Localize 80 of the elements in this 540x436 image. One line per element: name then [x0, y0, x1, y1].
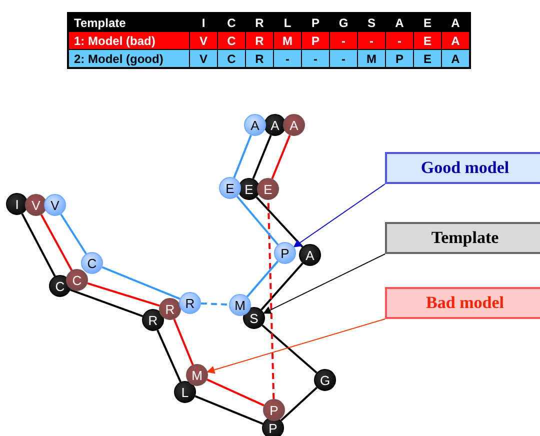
good-model-residue-circle: E: [219, 177, 241, 199]
backbone-line: [60, 214, 87, 254]
backbone-line: [246, 260, 279, 298]
leader-arrow: [262, 254, 386, 314]
backbone-line: [200, 302, 230, 306]
backbone-line: [236, 196, 279, 246]
residue-cell: -: [358, 32, 386, 50]
residue-cell: P: [302, 32, 330, 50]
residue-cell: R: [246, 13, 274, 32]
backbone-line: [102, 266, 180, 300]
backbone-line: [271, 134, 291, 180]
residue-cell: A: [442, 50, 470, 68]
backbone-line: [21, 213, 56, 277]
backbone-line: [194, 395, 264, 425]
backbone-line: [206, 378, 264, 406]
residue-cell: -: [330, 32, 358, 50]
bad-model-residue-circle: C: [66, 269, 88, 291]
residue-cell: -: [330, 50, 358, 68]
residue-cell: A: [386, 13, 414, 32]
residue-cell: R: [246, 32, 274, 50]
good-model-residue-circle: P: [274, 242, 296, 264]
backbone-line: [256, 196, 304, 248]
bad-model-residue-circle: V: [25, 194, 47, 216]
residue-cell: C: [218, 32, 246, 50]
residue-cell: M: [274, 32, 302, 50]
backbone-line: [280, 386, 318, 422]
bad-model-residue-circle: E: [257, 178, 279, 200]
residue-cell: C: [218, 13, 246, 32]
row-header: Template: [68, 13, 190, 32]
good-model-residue-circle: A: [244, 114, 266, 136]
good-model-residue-circle: V: [44, 194, 66, 216]
backbone-line: [260, 262, 304, 310]
backbone-line: [156, 330, 182, 382]
residue-cell: E: [414, 50, 442, 68]
good-model-residue-circle: R: [179, 292, 201, 314]
backbone-line: [40, 214, 73, 271]
residue-cell: R: [246, 50, 274, 68]
backbone-line: [87, 282, 160, 307]
backbone-line: [233, 134, 252, 178]
residue-cell: A: [442, 13, 470, 32]
row-header: 1: Model (bad): [68, 32, 190, 50]
template-residue-circle: G: [314, 369, 336, 391]
residue-cell: V: [190, 50, 218, 68]
residue-cell: L: [274, 13, 302, 32]
backbone-line: [262, 324, 318, 374]
row-header: 2: Model (good): [68, 50, 190, 68]
backbone-line: [173, 318, 194, 366]
residue-cell: C: [218, 50, 246, 68]
bad-model-callout: Bad model: [385, 287, 540, 319]
good-model-residue-circle: M: [229, 294, 251, 316]
residue-cell: S: [358, 13, 386, 32]
residue-cell: E: [414, 13, 442, 32]
bad-model-residue-circle: P: [263, 399, 285, 421]
residue-cell: -: [274, 50, 302, 68]
residue-cell: P: [302, 13, 330, 32]
template-residue-circle: C: [49, 275, 71, 297]
backbone-line: [252, 134, 272, 180]
template-residue-circle: A: [264, 114, 286, 136]
good-model-residue-circle: C: [81, 252, 103, 274]
template-residue-circle: R: [142, 309, 164, 331]
template-residue-circle: I: [6, 193, 28, 215]
residue-cell: -: [302, 50, 330, 68]
bad-model-residue-circle: A: [283, 114, 305, 136]
residue-cell: I: [190, 13, 218, 32]
residue-cell: E: [414, 32, 442, 50]
template-residue-circle: L: [174, 381, 196, 403]
residue-cell: M: [358, 50, 386, 68]
leader-arrow: [206, 318, 386, 374]
residue-cell: A: [442, 32, 470, 50]
template-callout: Template: [385, 222, 540, 254]
bad-model-residue-circle: M: [186, 364, 208, 386]
residue-cell: V: [190, 32, 218, 50]
backbone-line: [70, 288, 144, 318]
bad-model-residue-circle: R: [159, 298, 181, 320]
residue-cell: P: [386, 50, 414, 68]
residue-cell: -: [386, 32, 414, 50]
residue-cell: G: [330, 13, 358, 32]
leader-arrow: [293, 184, 386, 248]
good-model-callout: Good model: [385, 152, 540, 184]
template-residue-circle: A: [299, 244, 321, 266]
